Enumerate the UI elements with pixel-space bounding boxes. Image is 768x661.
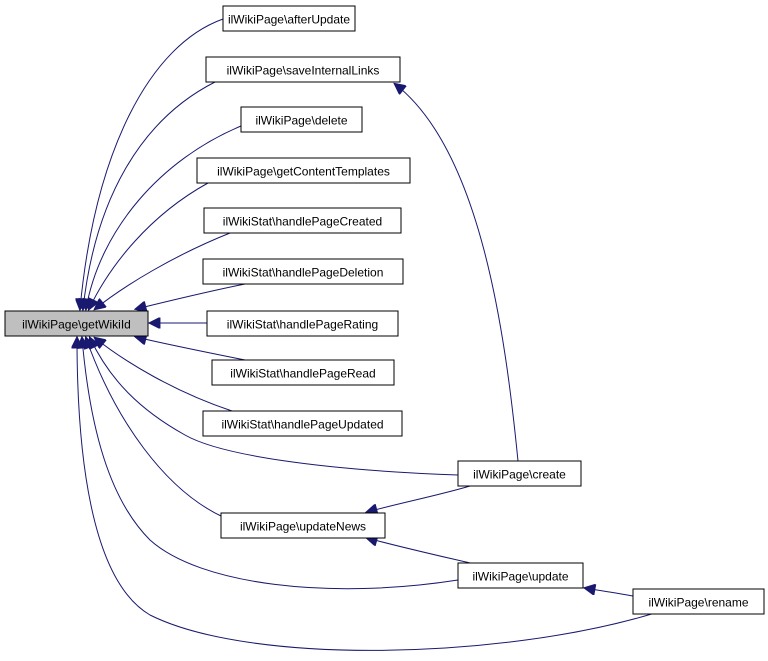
node-updateNews[interactable]: ilWikiPage\updateNews	[220, 512, 386, 539]
node-box	[632, 588, 765, 615]
node-label: ilWikiPage\rename	[648, 596, 748, 610]
node-handlePageCreated[interactable]: ilWikiStat\handlePageCreated	[203, 207, 402, 234]
node-handlePageRating[interactable]: ilWikiStat\handlePageRating	[206, 310, 399, 337]
node-label: ilWikiStat\handlePageCreated	[223, 215, 382, 229]
edge-rename-to-update	[585, 588, 634, 597]
node-box	[457, 562, 584, 589]
node-box	[205, 56, 401, 83]
edge-create-to-getWikiId	[90, 338, 459, 476]
node-label: ilWikiPage\updateNews	[240, 520, 366, 534]
node-label: ilWikiPage\update	[472, 570, 568, 584]
edge-handlePageCreated-to-getWikiId	[95, 232, 231, 309]
node-box	[222, 5, 356, 32]
node-update[interactable]: ilWikiPage\update	[457, 562, 584, 589]
node-getContentTemplates[interactable]: ilWikiPage\getContentTemplates	[196, 157, 411, 184]
edges-layer	[77, 18, 656, 651]
node-box	[4, 310, 149, 337]
node-box	[203, 207, 402, 234]
node-box	[202, 410, 403, 437]
node-create[interactable]: ilWikiPage\create	[457, 460, 582, 487]
node-label: ilWikiPage\saveInternalLinks	[227, 64, 380, 78]
nodes-layer: ilWikiPage\getWikiId ilWikiPage\afterUpda…	[4, 5, 765, 615]
node-handlePageDeletion[interactable]: ilWikiStat\handlePageDeletion	[202, 258, 404, 285]
edge-update-to-updateNews	[367, 538, 471, 564]
edge-create-to-updateNews	[367, 485, 471, 512]
node-afterUpdate[interactable]: ilWikiPage\afterUpdate	[222, 5, 356, 32]
edge-afterUpdate-to-getWikiId	[80, 18, 224, 309]
edge-handlePageDeletion-to-getWikiId	[136, 283, 246, 309]
node-label: ilWikiStat\handlePageUpdated	[221, 418, 383, 432]
node-box	[206, 310, 399, 337]
node-handlePageUpdated[interactable]: ilWikiStat\handlePageUpdated	[202, 410, 403, 437]
edge-rename-to-getWikiId	[77, 338, 656, 651]
edge-handlePageRead-to-getWikiId	[136, 337, 246, 361]
node-label: ilWikiStat\handlePageRead	[230, 367, 375, 381]
node-label: ilWikiPage\getContentTemplates	[217, 165, 390, 179]
node-box	[240, 106, 363, 133]
node-box	[202, 258, 404, 285]
node-label: ilWikiStat\handlePageDeletion	[223, 266, 384, 280]
edge-delete-to-getWikiId	[86, 125, 242, 309]
node-box	[211, 359, 395, 386]
node-box	[196, 157, 411, 184]
node-label: ilWikiStat\handlePageRating	[227, 318, 378, 332]
edge-create-to-saveInternalLinks	[395, 84, 519, 462]
node-box	[457, 460, 582, 487]
edge-handlePageUpdated-to-getWikiId	[95, 338, 233, 412]
node-label: ilWikiPage\delete	[255, 114, 347, 128]
edge-update-to-getWikiId	[82, 338, 459, 590]
node-getWikiId[interactable]: ilWikiPage\getWikiId	[4, 310, 149, 337]
node-handlePageRead[interactable]: ilWikiStat\handlePageRead	[211, 359, 395, 386]
node-label: ilWikiPage\getWikiId	[22, 318, 131, 332]
node-rename[interactable]: ilWikiPage\rename	[632, 588, 765, 615]
node-label: ilWikiPage\afterUpdate	[228, 13, 350, 27]
node-box	[220, 512, 386, 539]
node-delete[interactable]: ilWikiPage\delete	[240, 106, 363, 133]
edge-getContentTemplates-to-getWikiId	[89, 182, 209, 309]
node-saveInternalLinks[interactable]: ilWikiPage\saveInternalLinks	[205, 56, 401, 83]
edge-saveInternalLinks-to-getWikiId	[83, 81, 216, 309]
node-label: ilWikiPage\create	[473, 468, 566, 482]
edge-updateNews-to-getWikiId	[86, 338, 224, 518]
